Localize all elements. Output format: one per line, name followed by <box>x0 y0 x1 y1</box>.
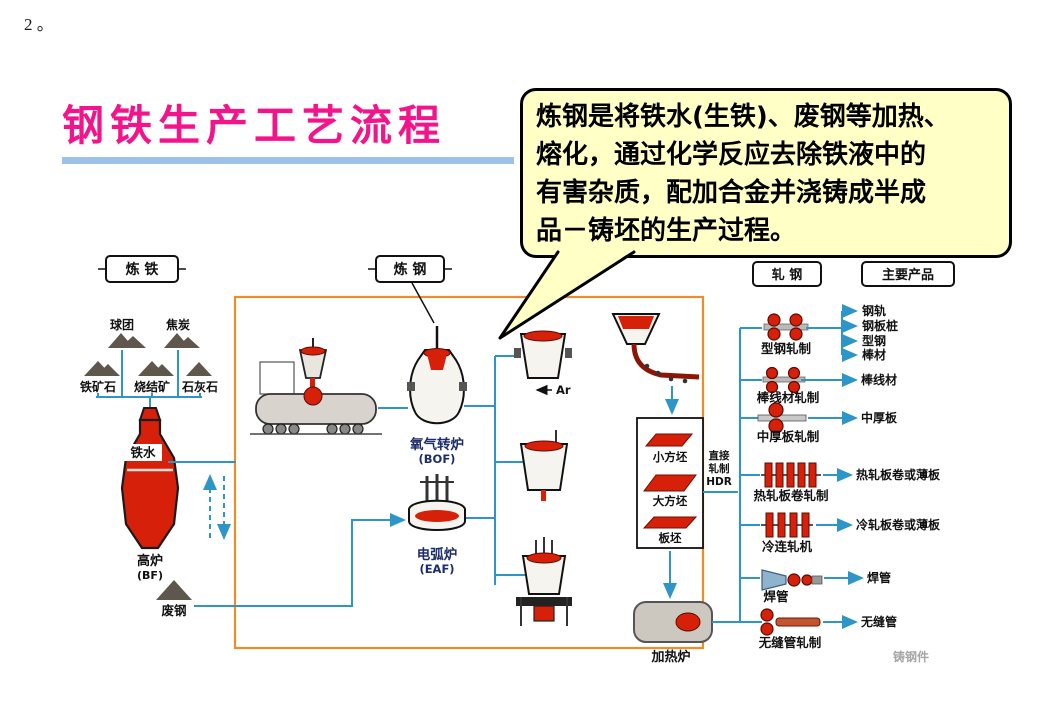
mill-bar-wire-rolling: 棒线材轧制 <box>757 366 820 405</box>
tundish-strand <box>611 313 700 415</box>
limestone-label: 石灰石 <box>181 379 218 394</box>
products-section-box <box>861 261 955 287</box>
callout-text-line-1: 炼钢是将铁水(生铁)、废钢等加热、 <box>536 102 950 132</box>
products-list: 钢轨 钢板桩 型钢 棒材 棒线材 中厚板 热轧板卷或薄板 冷轧板卷或薄板 焊管 … <box>801 303 941 664</box>
cold-tandem-mill-label: 冷连轧机 <box>762 539 813 554</box>
steelmaking-section-label: 炼 钢 <box>394 261 427 278</box>
product-bar-wire: 棒线材 <box>861 372 897 387</box>
mill-hot-strip: 热轧板卷轧制 <box>753 462 829 503</box>
casting-ladles: Ar <box>514 330 572 626</box>
argon-label: Ar <box>556 383 571 397</box>
slide-title: 钢铁生产工艺流程 <box>62 101 447 150</box>
product-plate: 中厚板 <box>861 410 898 425</box>
steel-flow-lines <box>378 355 527 585</box>
mill-plate-rolling: 中厚板轧制 <box>757 402 820 444</box>
eaf-abbr: (EAF) <box>419 562 454 576</box>
rolling-feed-lines <box>712 327 762 623</box>
sinter-label: 烧结矿 <box>134 379 170 394</box>
direct-rolling-note: 直接 轧制 HDR <box>703 449 738 493</box>
callout-text-line-2: 熔化，通过化学反应去除铁液中的 <box>536 140 927 170</box>
ironmaking-section-box <box>105 255 179 283</box>
torpedo-car <box>250 338 382 435</box>
eaf-furnace: 电弧炉 (EAF) <box>408 474 466 576</box>
callout-bubble: 炼钢是将铁水(生铁)、废钢等加热、 熔化，通过化学反应去除铁液中的 有害杂质，配… <box>520 88 1012 258</box>
hdr-line1: 直接 <box>709 449 730 462</box>
mill-seamless-pipe: 无缝管轧制 <box>758 608 822 650</box>
seamless-mill-label: 无缝管轧制 <box>758 635 822 650</box>
bloom-label: 大方坯 <box>653 494 688 508</box>
callout-text-line-4: 品－铸坯的生产过程。 <box>536 216 797 246</box>
blast-furnace-abbr: (BF) <box>137 569 163 582</box>
product-bar: 棒材 <box>862 347 886 362</box>
bof-converter: 氧气转炉 (BOF) <box>407 326 467 466</box>
cast-strand <box>631 343 700 380</box>
ironmaking-section-label: 炼 铁 <box>126 261 159 278</box>
reheating-furnace-label: 加热炉 <box>650 649 690 665</box>
blast-furnace: 铁水 高炉 (BF) <box>120 407 236 582</box>
steelmaking-section-box <box>375 255 445 283</box>
product-seamless-pipe: 无缝管 <box>860 614 897 629</box>
pellet-label: 球团 <box>110 317 134 332</box>
product-sheet-pile: 钢板桩 <box>862 318 898 333</box>
scrap-steel: 废钢 <box>156 513 406 618</box>
slab-label: 板坯 <box>659 531 682 545</box>
hdr-line3: HDR <box>706 476 732 488</box>
rolling-section-label: 轧 钢 <box>772 267 803 283</box>
product-section-steel: 型钢 <box>862 333 886 348</box>
rolling-section-box <box>752 261 822 287</box>
welded-pipe-mill-label: 焊管 <box>763 589 788 604</box>
product-welded-pipe: 焊管 <box>867 570 891 585</box>
product-hot-coil: 热轧板卷或薄板 <box>856 467 941 482</box>
product-cold-coil: 冷轧板卷或薄板 <box>856 517 941 532</box>
product-rail: 钢轨 <box>862 303 886 318</box>
scrap-feed-line <box>194 513 406 607</box>
product-steel-casting: 铸钢件 <box>893 649 929 664</box>
section-labels: 炼 铁 炼 钢 轧 钢 主要产品 <box>98 255 955 324</box>
callout-text-line-3: 有害杂质，配加合金并浇铸成半成 <box>536 178 927 208</box>
section-mill-label: 型钢轧制 <box>761 341 811 356</box>
semis-box: 小方坯 大方坯 板坯 <box>636 417 704 549</box>
bof-label: 氧气转炉 <box>409 436 464 453</box>
mill-section-rolling: 型钢轧制 <box>761 313 811 356</box>
title-underline <box>62 157 514 164</box>
plate-mill-label: 中厚板轧制 <box>757 429 820 444</box>
eaf-label: 电弧炉 <box>417 546 458 563</box>
blast-furnace-label: 高炉 <box>137 553 163 569</box>
page-number: 2 。 <box>24 15 54 34</box>
billet-label: 小方坯 <box>652 450 688 464</box>
raw-materials: 球团 焦炭 铁矿石 烧结矿 石灰石 <box>80 317 218 408</box>
scrap-label: 废钢 <box>161 603 186 618</box>
blast-furnace-body <box>120 418 180 550</box>
hdr-line2: 轧制 <box>709 462 730 475</box>
mill-cold-tandem: 冷连轧机 <box>761 512 813 554</box>
hot-metal-label: 铁水 <box>130 445 156 460</box>
coke-label: 焦炭 <box>165 317 190 332</box>
hot-metal-label-bg <box>124 444 162 461</box>
bar-wire-mill-label: 棒线材轧制 <box>757 390 820 405</box>
hot-strip-mill-label: 热轧板卷轧制 <box>753 488 828 503</box>
caster-mold <box>533 605 555 622</box>
mill-welded-pipe: 焊管 <box>761 569 823 604</box>
steelmaking-pointer-line <box>411 282 435 324</box>
iron-ore-label: 铁矿石 <box>80 379 116 394</box>
bof-abbr: (BOF) <box>419 452 456 466</box>
burden-feed-lines <box>96 350 202 408</box>
products-section-label: 主要产品 <box>882 267 934 283</box>
